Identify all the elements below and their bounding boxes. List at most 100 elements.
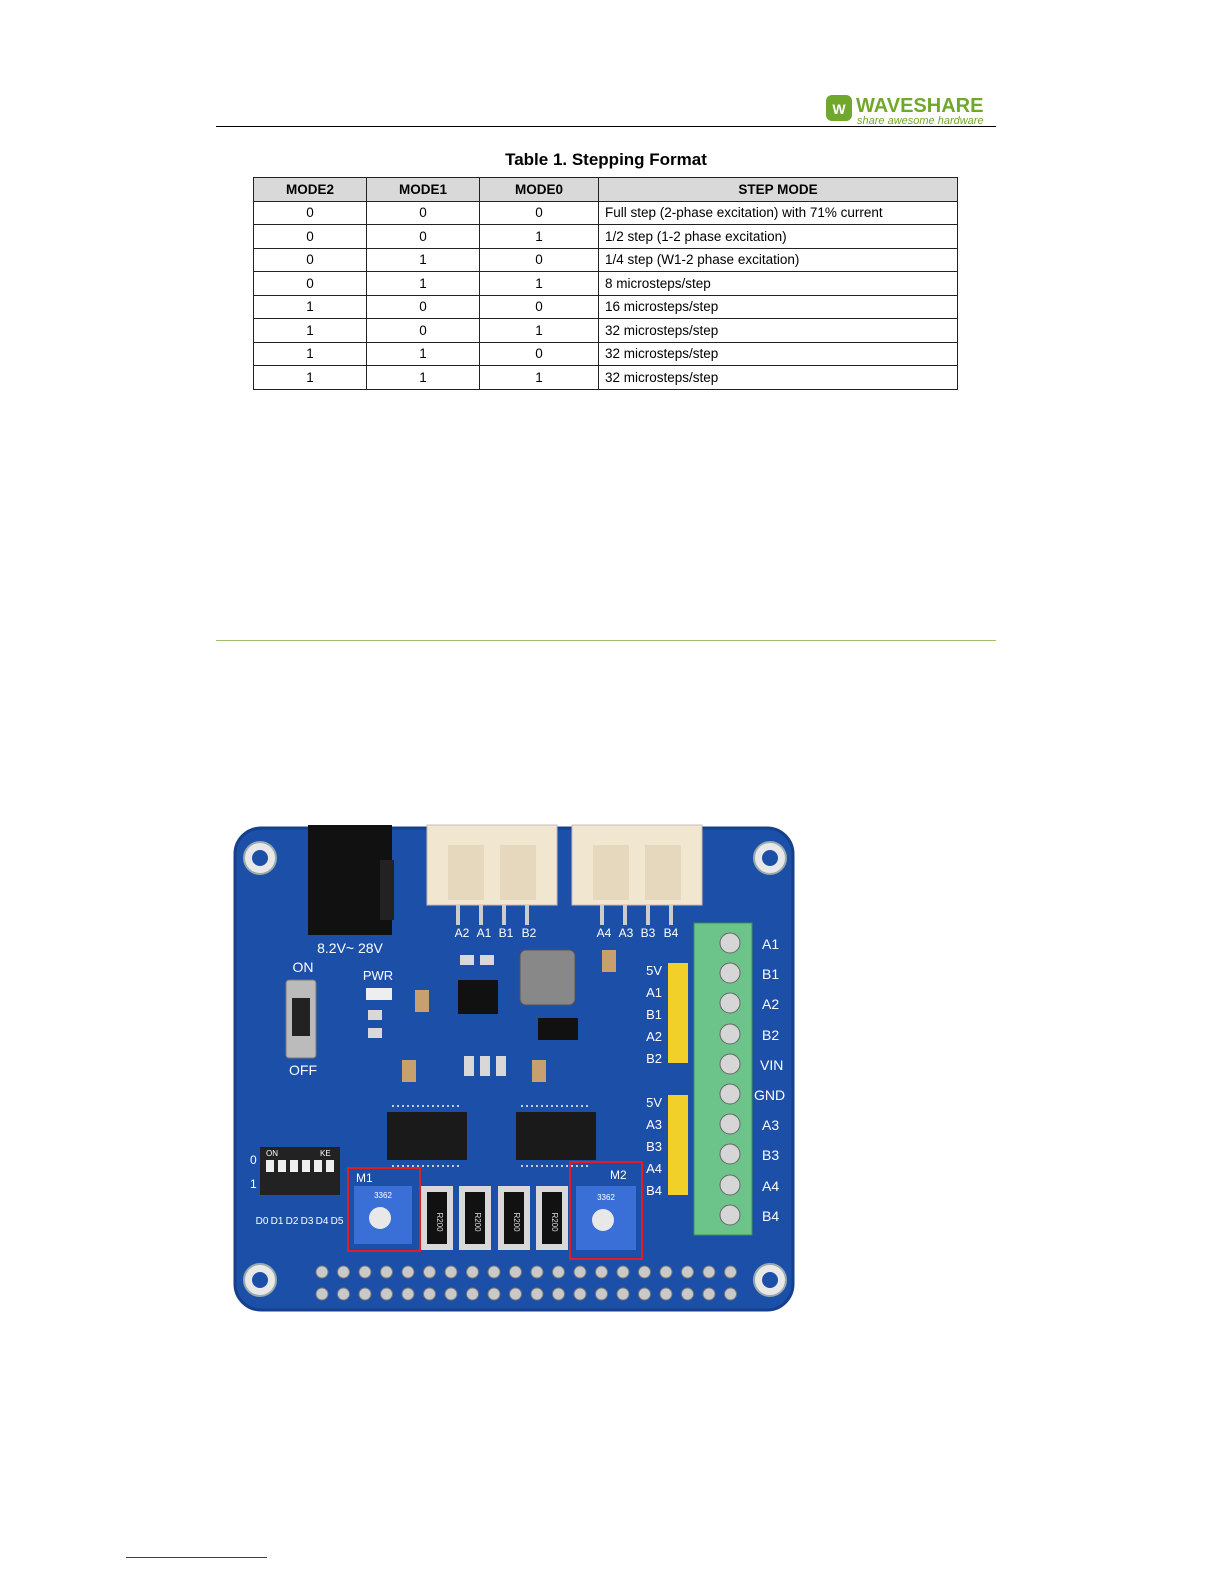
terminal-label: A4 <box>762 1178 779 1194</box>
table-cell: 0 <box>366 294 480 319</box>
gpio-pin-hole <box>487 1287 501 1301</box>
dip-label: D5 <box>331 1216 344 1227</box>
gpio-pin-hole <box>638 1265 651 1279</box>
gpio-pin-hole <box>423 1265 436 1279</box>
m1-highlight-box <box>347 1167 421 1252</box>
table-cell: 1 <box>479 365 599 390</box>
gpio-pin-hole <box>487 1265 501 1279</box>
pot1-marking: 3362 <box>374 1191 392 1200</box>
header1-pin: 5V <box>646 963 662 978</box>
table-cell: 1 <box>479 271 599 296</box>
section-divider <box>216 640 996 641</box>
m2-highlight-box <box>569 1161 643 1260</box>
table-cell: 8 microsteps/step <box>598 271 958 296</box>
header-rule <box>216 126 996 127</box>
table-cell: 1/2 step (1-2 phase excitation) <box>598 224 958 249</box>
gpio-pin-hole <box>509 1287 522 1301</box>
table-cell: 0 <box>253 200 367 225</box>
gpio-pin-hole <box>595 1287 608 1301</box>
sense-resistors <box>421 1186 568 1250</box>
header2-pin: 5V <box>646 1095 662 1110</box>
driver-ic-2 <box>516 1112 596 1160</box>
terminal-label: B3 <box>762 1147 779 1163</box>
column-header: MODE2 <box>253 177 367 202</box>
terminal-label: B1 <box>762 966 779 982</box>
dip-label: D1 <box>271 1216 284 1227</box>
footer-link-underline[interactable] <box>126 1557 267 1558</box>
table-header-row: MODE2 MODE1 MODE0 STEP MODE <box>253 177 958 202</box>
table-cell: 1 <box>253 365 367 390</box>
terminal-label: A1 <box>762 936 779 952</box>
regulator-ic <box>458 980 498 1014</box>
column-header: MODE0 <box>479 177 599 202</box>
motor-connector-2 <box>571 824 703 906</box>
table-cell: 1 <box>253 294 367 319</box>
gpio-pin-hole <box>315 1265 329 1279</box>
gpio-pin-hole <box>315 1287 329 1301</box>
gpio-pin-hole <box>681 1265 694 1279</box>
terminal-label: B2 <box>762 1027 779 1043</box>
gpio-pin-hole <box>681 1287 694 1301</box>
resistor-marking: R200 <box>473 1212 482 1232</box>
logo-mark: W <box>832 101 846 117</box>
table-row: 0 1 1 8 microsteps/step <box>253 271 958 296</box>
table-row: 1 1 0 32 microsteps/step <box>253 341 958 366</box>
dip-row-0: 0 <box>250 1153 257 1167</box>
pwr-label: PWR <box>363 968 393 983</box>
table-row: 1 1 1 32 microsteps/step <box>253 365 958 390</box>
connector2-pin: A4 <box>597 926 612 940</box>
column-header: STEP MODE <box>598 177 958 202</box>
gpio-pin-hole <box>616 1265 630 1279</box>
dip-label: D2 <box>286 1216 299 1227</box>
table-row: 1 0 1 32 microsteps/step <box>253 318 958 343</box>
table-cell: 0 <box>253 224 367 249</box>
table-cell: 0 <box>479 200 599 225</box>
gpio-pin-hole <box>724 1287 737 1301</box>
connector1-pin: B2 <box>522 926 537 940</box>
pin-header-2 <box>668 1095 688 1195</box>
table-row: 1 0 0 16 microsteps/step <box>253 294 958 319</box>
gpio-pin-hole <box>380 1287 393 1301</box>
waveshare-logo: W WAVESHARE share awesome hardware <box>826 95 984 127</box>
logo-name: WAVESHARE <box>856 95 983 117</box>
header1-pin: A1 <box>646 985 662 1000</box>
pin-header-1 <box>668 963 688 1063</box>
table-cell: 0 <box>479 247 599 272</box>
table-cell: 0 <box>253 247 367 272</box>
connector1-pin: A2 <box>455 926 470 940</box>
table-cell: 1 <box>366 341 480 366</box>
dip-row-1: 1 <box>250 1177 257 1191</box>
header2-pin: B3 <box>646 1139 662 1154</box>
table-row: 0 0 1 1/2 step (1-2 phase excitation) <box>253 224 958 249</box>
terminal-label: A3 <box>762 1117 779 1133</box>
gpio-pin-hole <box>337 1287 350 1301</box>
terminal-label: VIN <box>760 1057 783 1073</box>
table-caption: Table 1. Stepping Format <box>505 150 707 169</box>
gpio-pin-hole <box>358 1287 372 1301</box>
dip-label: D4 <box>316 1216 329 1227</box>
power-label: 8.2V~ 28V <box>317 940 383 956</box>
gpio-pin-hole <box>702 1265 716 1279</box>
header1-pin: B1 <box>646 1007 662 1022</box>
dc-jack <box>308 825 392 935</box>
gpio-pin-hole <box>595 1265 608 1279</box>
table-cell: 0 <box>366 224 480 249</box>
stepper-motor-hat-photo: 8.2V~ 28V A2 A1 B1 B2 A4 A3 B3 B4 ON OFF… <box>233 824 795 1312</box>
gpio-pin-hole <box>573 1287 587 1301</box>
pwr-led <box>366 988 392 1000</box>
gpio-pin-hole <box>358 1265 372 1279</box>
terminal-label: B4 <box>762 1208 779 1224</box>
resistor-marking: R200 <box>512 1212 521 1232</box>
table-cell: 0 <box>253 271 367 296</box>
gpio-pin-hole <box>401 1265 415 1279</box>
table-row: 0 0 0 Full step (2-phase excitation) wit… <box>253 200 958 225</box>
column-header: MODE1 <box>366 177 480 202</box>
connector2-pin: A3 <box>619 926 634 940</box>
dip-ke-label: KE <box>320 1149 331 1158</box>
gpio-pin-hole <box>724 1265 737 1279</box>
table-cell: 1 <box>366 247 480 272</box>
connector1-pin: B1 <box>499 926 514 940</box>
motor-connector-1 <box>426 824 558 906</box>
table-cell: 0 <box>479 294 599 319</box>
gpio-pin-hole <box>659 1287 673 1301</box>
